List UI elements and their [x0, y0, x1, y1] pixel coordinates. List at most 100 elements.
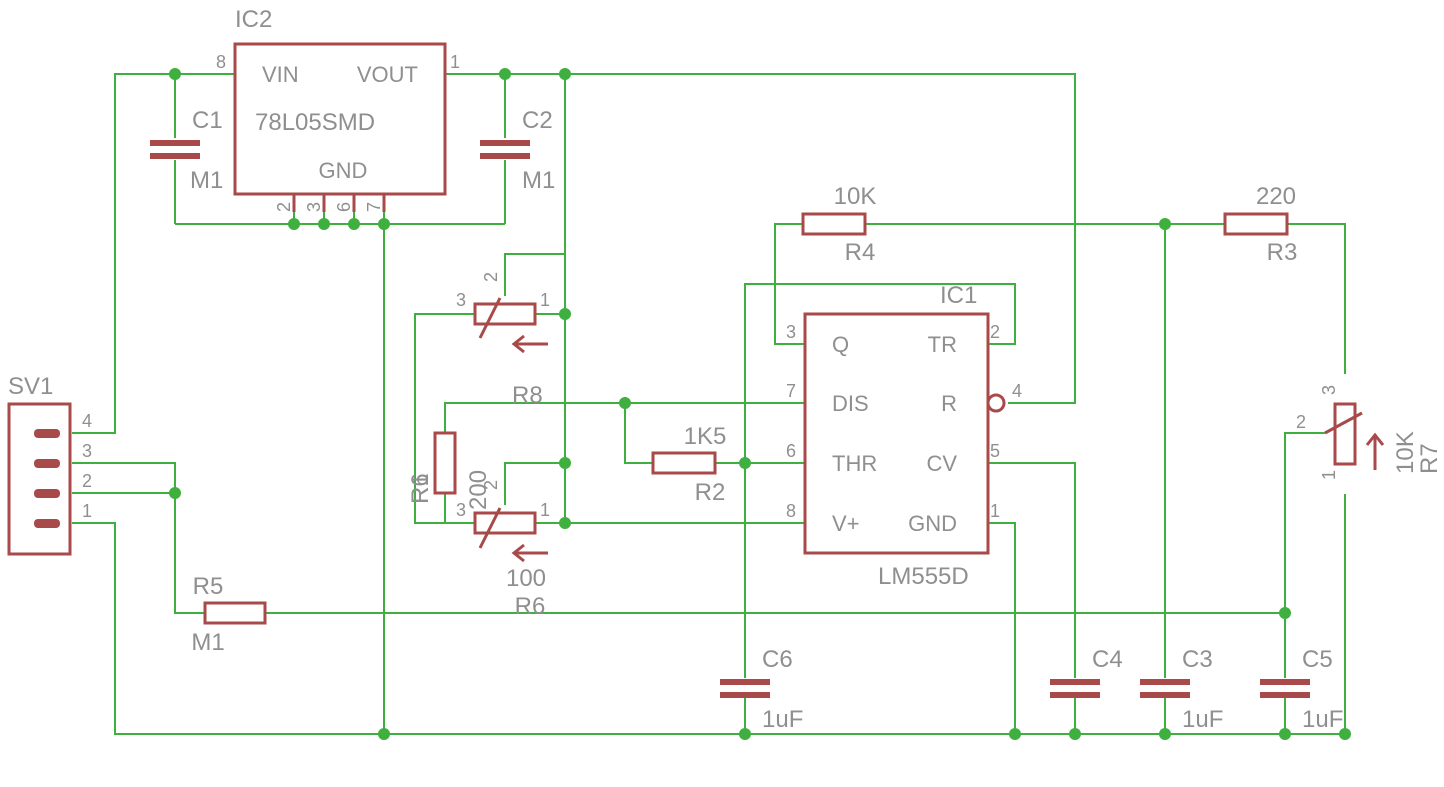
capacitor-c4[interactable]: C4 — [1050, 646, 1123, 698]
sv1-pin-3: 3 — [82, 441, 92, 461]
ic1-gnd-label: GND — [908, 511, 957, 536]
r1-value: 200 — [465, 470, 492, 510]
ic2-name: IC2 — [235, 6, 272, 33]
ic1-q-label: Q — [832, 332, 849, 357]
trimmer-r8[interactable]: R8 3 1 2 — [456, 272, 550, 409]
ic2-regulator[interactable]: IC2 VIN VOUT 78L05SMD GND 8 1 2 3 6 7 — [216, 6, 460, 212]
r4-value: 10K — [834, 183, 877, 210]
wire-vout — [445, 73, 1076, 404]
r1-pin-3: 3 — [456, 500, 466, 520]
r5-name: R5 — [193, 573, 224, 600]
c1-value: M1 — [190, 167, 223, 194]
wires — [72, 73, 1346, 735]
junction-dot — [288, 218, 300, 230]
r7-pin-3: 3 — [1319, 385, 1339, 395]
ic1-r-label: R — [941, 391, 957, 416]
ic2-gnd-label: GND — [319, 158, 368, 183]
ic1-value: LM555D — [878, 563, 969, 590]
wire-r8-wiper — [504, 253, 565, 296]
sv1-name: SV1 — [8, 373, 53, 400]
capacitor-c6[interactable]: C6 1uF — [720, 646, 803, 733]
wire-ic1-gnd — [988, 522, 1016, 734]
ic2-vin-label: VIN — [262, 62, 299, 87]
r2-value: 1K5 — [684, 423, 727, 450]
r7-pin-1: 1 — [1319, 470, 1339, 480]
wire-gnd-bottom — [72, 522, 1345, 735]
resistor-r5[interactable]: R5 M1 — [191, 573, 267, 656]
junction-dot — [559, 517, 571, 529]
r5-value: M1 — [191, 629, 224, 656]
junction-dot — [499, 68, 511, 80]
junction-dot — [739, 457, 751, 469]
junction-dot — [1159, 218, 1171, 230]
ic1-thr-label: THR — [832, 451, 877, 476]
junction-dot — [559, 457, 571, 469]
c2-name: C2 — [522, 107, 553, 134]
junction-dot — [559, 68, 571, 80]
wire-r2-left — [624, 403, 653, 464]
r1-pin-2: 2 — [481, 480, 501, 490]
junction-dot — [1069, 728, 1081, 740]
trimmer-r1[interactable]: R1 200 3 1 2 — [407, 470, 550, 563]
resistor-r2[interactable]: 1K5 R2 — [651, 423, 727, 506]
capacitor-c3[interactable]: C3 1uF — [1140, 646, 1223, 733]
ic2-pin-1: 1 — [450, 52, 460, 72]
r6-name: R6 — [407, 473, 434, 504]
r6-designator: R6 — [515, 593, 546, 620]
ic2-pin-7: 7 — [364, 202, 384, 212]
resistor-r3[interactable]: 220 R3 — [1223, 183, 1297, 266]
wire-r1-wiper — [504, 462, 565, 505]
ic1-dis-label: DIS — [832, 391, 869, 416]
sv1-pin-4: 4 — [82, 411, 92, 431]
c5-name: C5 — [1302, 646, 1333, 673]
resistor-r6[interactable]: R6 — [407, 431, 457, 504]
r4-name: R4 — [845, 239, 876, 266]
ic1-pin-4: 4 — [1012, 381, 1022, 401]
c4-name: C4 — [1092, 646, 1123, 673]
r7-value: 10K — [1392, 431, 1419, 474]
ic1-vplus-label: V+ — [832, 511, 860, 536]
r8-name: R8 — [512, 382, 543, 409]
connector-sv1[interactable]: SV1 4 3 2 1 — [7, 373, 92, 556]
resistor-r4[interactable]: 10K R4 — [801, 183, 877, 266]
ic2-value: 78L05SMD — [255, 109, 375, 136]
sv1-pin-1: 1 — [82, 501, 92, 521]
wire-thr-tr — [744, 283, 1016, 463]
ic2-pin-2: 2 — [274, 202, 294, 212]
r8-pin-2: 2 — [481, 272, 501, 282]
ic1-tr-label: TR — [928, 332, 957, 357]
capacitor-c2[interactable]: C2 M1 — [480, 107, 555, 194]
junction-dot — [318, 218, 330, 230]
junction-dot — [1279, 728, 1291, 740]
c3-name: C3 — [1182, 646, 1213, 673]
junction-dot — [559, 308, 571, 320]
wire-cv — [988, 462, 1076, 678]
c2-value: M1 — [522, 167, 555, 194]
ic2-pin-3: 3 — [304, 202, 324, 212]
r3-value: 220 — [1256, 183, 1296, 210]
wire-r7-wiper — [1284, 432, 1325, 678]
ic2-vout-label: VOUT — [357, 62, 418, 87]
capacitor-c5[interactable]: C5 1uF — [1260, 646, 1343, 733]
junction-dot — [739, 728, 751, 740]
c3-value: 1uF — [1182, 706, 1223, 733]
r6-value: 100 — [506, 565, 546, 592]
junction-dot — [169, 487, 181, 499]
r8-pin-1: 1 — [540, 290, 550, 310]
capacitor-c1[interactable]: C1 M1 — [150, 107, 223, 194]
junction-dot — [348, 218, 360, 230]
trimmer-r7[interactable]: 3 1 2 10K R7 — [1296, 385, 1443, 480]
ic1-pin-7: 7 — [786, 381, 796, 401]
r2-name: R2 — [695, 479, 726, 506]
c6-name: C6 — [762, 646, 793, 673]
junction-dot — [1279, 607, 1291, 619]
ic2-pin-8: 8 — [216, 52, 226, 72]
ic1-pin-1: 1 — [990, 501, 1000, 521]
c1-name: C1 — [192, 107, 223, 134]
wire-r3-r7 — [1287, 223, 1346, 374]
ic1-timer[interactable]: IC1 LM555D Q TR DIS R THR CV V+ GND 3 2 … — [786, 282, 1022, 590]
junction-dot — [169, 68, 181, 80]
ic1-pin-3: 3 — [786, 322, 796, 342]
sv1-pin-2: 2 — [82, 471, 92, 491]
